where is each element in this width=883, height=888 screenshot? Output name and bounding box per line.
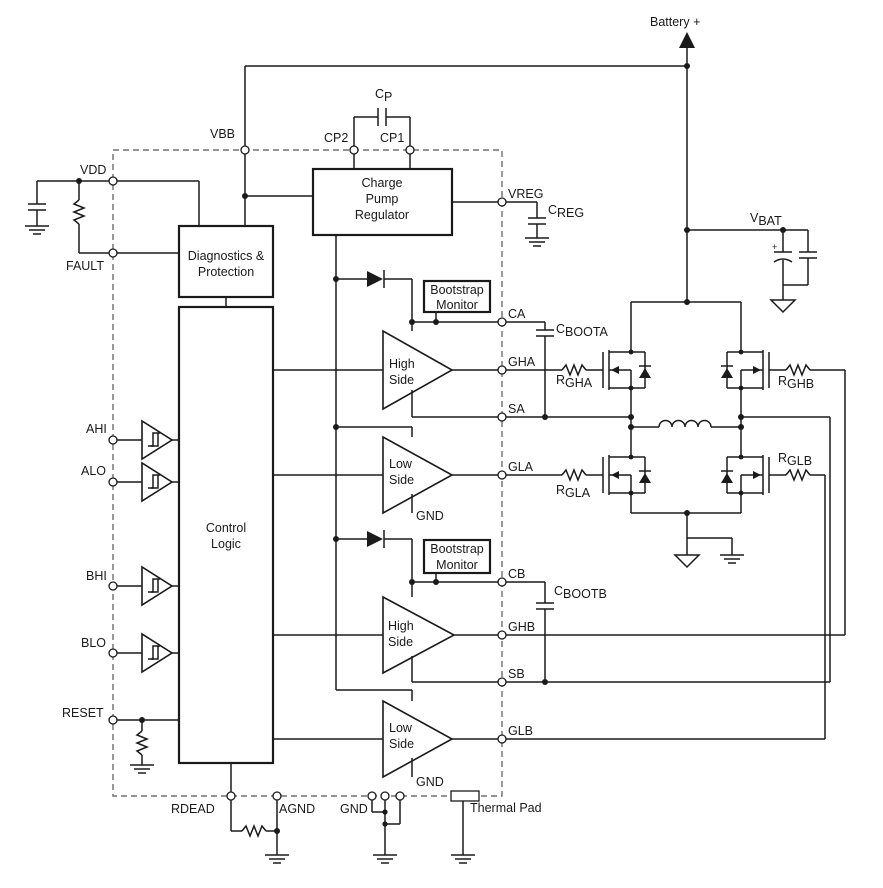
vbat-label: VBAT: [750, 211, 782, 228]
reset-network: RESET: [62, 706, 179, 774]
battery-supply: Battery +: [245, 15, 700, 302]
vbb-pin: VBB: [210, 66, 313, 226]
control-logic-line2: Logic: [211, 537, 241, 551]
bootstrap-monitor-a-line1: Bootstrap: [430, 283, 484, 297]
low-side-b-line1: Low: [389, 721, 413, 735]
rgha-label: RGHA: [556, 373, 593, 390]
gnd-driver-a-label: GND: [416, 509, 444, 523]
ca-label: CA: [508, 307, 526, 321]
fault-label: FAULT: [66, 259, 104, 273]
motor-inductor-icon: [628, 414, 831, 682]
vreg-label: VREG: [508, 187, 543, 201]
vdd-fault-network: VDD FAULT: [25, 163, 200, 273]
low-side-driver-a: Low Side: [382, 435, 454, 515]
diagnostics-protection: Diagnostics & Protection: [177, 224, 275, 299]
low-side-a-line2: Side: [389, 473, 414, 487]
high-side-driver-a: High Side: [382, 329, 454, 411]
ghb-label: GHB: [508, 620, 535, 634]
rdead-label: RDEAD: [171, 802, 215, 816]
vbb-label: VBB: [210, 127, 235, 141]
sb-label: SB: [508, 667, 525, 681]
cp-label: CP: [375, 87, 392, 104]
rgla-label: RGLA: [556, 483, 591, 500]
bootstrap-diode-a-icon: [367, 270, 413, 331]
agnd-label: AGND: [279, 802, 315, 816]
bootstrap-monitor-a: Bootstrap Monitor: [422, 279, 492, 322]
alo-label: ALO: [81, 464, 106, 478]
charge-pump-line3: Regulator: [355, 208, 409, 222]
bootstrap-monitor-b: Bootstrap Monitor: [422, 538, 492, 582]
cp-capacitor: CP2 CP1 CP: [324, 87, 415, 169]
rdead-agnd-network: RDEAD AGND: [171, 763, 315, 864]
creg-label: CREG: [548, 203, 584, 220]
mosfet-low-a-icon: [602, 445, 651, 496]
mosfet-low-b-icon: [721, 445, 770, 496]
bootstrap-diode-b-icon: [367, 530, 413, 597]
rghb-label: RGHB: [778, 374, 814, 391]
high-side-a-line2: Side: [389, 373, 414, 387]
gha-label: GHA: [508, 355, 536, 369]
bootstrap-monitor-a-line2: Monitor: [436, 298, 478, 312]
mosfet-high-a-icon: [602, 345, 651, 395]
sa-label: SA: [508, 402, 525, 416]
diagnostics-line2: Protection: [198, 265, 254, 279]
gnd-driver-b-label: GND: [416, 775, 444, 789]
cbootb-label: CBOOTB: [554, 584, 607, 601]
input-bhi: BHI: [86, 565, 179, 607]
high-side-a-line1: High: [389, 357, 415, 371]
charge-pump-regulator: Charge Pump Regulator: [311, 167, 454, 237]
bootstrap-monitor-b-line2: Monitor: [436, 558, 478, 572]
bootstrap-monitor-b-line1: Bootstrap: [430, 542, 484, 556]
reset-label: RESET: [62, 706, 104, 720]
diagnostics-line1: Diagnostics &: [188, 249, 265, 263]
vdd-label: VDD: [80, 163, 106, 177]
cboota-label: CBOOTA: [556, 322, 609, 339]
blo-label: BLO: [81, 636, 106, 650]
plus-icon: +: [772, 242, 777, 252]
control-logic-line1: Control: [206, 521, 246, 535]
low-side-b-line2: Side: [389, 737, 414, 751]
high-side-driver-b: High Side: [382, 595, 456, 675]
gnd-label: GND: [340, 802, 368, 816]
thermal-pad-label: Thermal Pad: [470, 801, 542, 815]
glb-label: GLB: [508, 724, 533, 738]
cp1-label: CP1: [380, 131, 404, 145]
control-logic: Control Logic: [177, 305, 275, 765]
input-alo: ALO: [81, 461, 179, 503]
ahi-label: AHI: [86, 422, 107, 436]
input-blo: BLO: [81, 632, 179, 674]
charge-pump-line1: Charge: [362, 176, 403, 190]
low-side-driver-b: Low Side: [382, 699, 454, 779]
high-side-b-line1: High: [388, 619, 414, 633]
rglb-label: RGLB: [778, 451, 812, 468]
bhi-label: BHI: [86, 569, 107, 583]
cp2-label: CP2: [324, 131, 348, 145]
vbat-capacitors: VBAT +: [684, 211, 817, 314]
gla-label: GLA: [508, 460, 534, 474]
mosfet-high-b-icon: [721, 345, 770, 395]
low-side-a-line1: Low: [389, 457, 413, 471]
battery-arrow-icon: [679, 32, 695, 48]
input-ahi: AHI: [86, 419, 179, 461]
high-side-b-line2: Side: [388, 635, 413, 649]
thermal-pad: Thermal Pad: [450, 790, 542, 864]
charge-pump-line2: Pump: [366, 192, 399, 206]
battery-label: Battery +: [650, 15, 700, 29]
gnd-pins: GND: [340, 791, 405, 864]
cb-label: CB: [508, 567, 525, 581]
vreg-pin: VREG CREG: [452, 187, 584, 247]
